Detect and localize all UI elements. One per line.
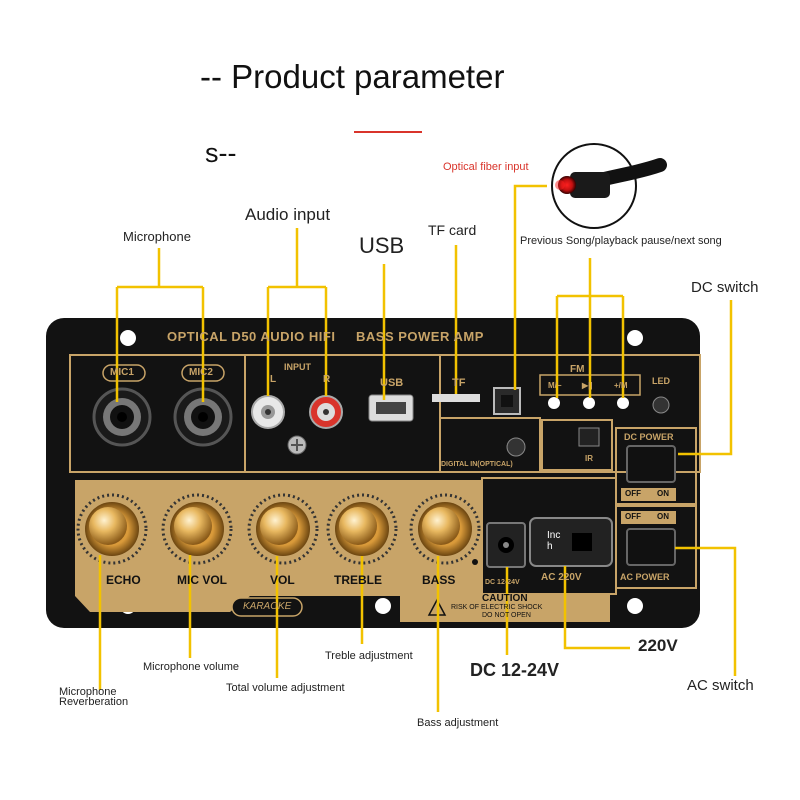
mount-hole <box>120 330 136 346</box>
dc-power-box <box>615 427 697 505</box>
callout-mic-reverb-2: Reverberation <box>59 696 129 708</box>
digital-in-box <box>439 417 541 473</box>
ir-label: IR <box>585 454 593 463</box>
mic1-label: MIC1 <box>110 367 134 378</box>
tf-slot <box>432 394 480 402</box>
digital-in-label: DIGITAL IN(OPTICAL) <box>441 461 513 468</box>
caution-line2: RISK OF ELECTRIC SHOCK <box>451 604 543 611</box>
dc-on-label: ON <box>657 489 669 498</box>
caution-label: CAUTION <box>482 593 528 604</box>
knob-treble <box>326 493 398 565</box>
optical-port-lower <box>506 437 526 457</box>
mount-hole <box>627 598 643 614</box>
dc-off-on-tag <box>621 488 676 501</box>
title-accent-line <box>354 131 422 133</box>
dc-jack-label: DC 12-24V <box>485 579 520 586</box>
mic1-label-box <box>102 364 146 382</box>
ac-socket-inch: Inc h <box>547 530 561 552</box>
callout-usb: USB <box>359 233 405 258</box>
karaoke-label: KARAOKE <box>243 601 292 612</box>
tf-label: TF <box>452 377 466 389</box>
mount-hole <box>375 598 391 614</box>
callout-bass: Bass adjustment <box>417 717 499 729</box>
knob-label-bass: BASS <box>422 573 456 587</box>
next-button <box>617 397 629 409</box>
dc-power-label: DC POWER <box>624 432 674 442</box>
callout-optical-input: Optical fiber input <box>443 161 529 173</box>
knob-label-echo: ECHO <box>106 573 141 587</box>
ac-power-switch <box>626 528 676 566</box>
ac-on-label: ON <box>657 512 669 521</box>
led-indicator <box>652 396 670 414</box>
ac-power-label: AC POWER <box>620 572 670 582</box>
knob-label-treble: TREBLE <box>334 573 382 587</box>
callout-dc-switch: DC switch <box>691 279 759 296</box>
knob-label-vol: VOL <box>270 573 295 587</box>
callout-mic-volume: Microphone volume <box>143 661 239 673</box>
caution-line3: DO NOT OPEN <box>482 612 531 619</box>
fm-label: FM <box>570 364 585 375</box>
usb-label: USB <box>380 377 404 389</box>
knob-bass <box>409 493 481 565</box>
top-gold-panel <box>69 354 701 473</box>
callout-lines <box>98 184 737 712</box>
knob-label-mic-vol: MIC VOL <box>177 573 227 587</box>
caution-strip <box>400 594 610 622</box>
screw <box>287 435 307 455</box>
karaoke-tag <box>231 597 303 617</box>
mount-hole <box>627 330 643 346</box>
mic2-jack <box>173 387 233 447</box>
callout-microphone: Microphone <box>123 229 191 244</box>
ac-socket-label: AC 220V <box>541 572 582 583</box>
knob-mic-vol <box>161 493 233 565</box>
knob-echo <box>76 493 148 565</box>
led-label: LED <box>652 376 670 386</box>
callout-audio-input: Audio input <box>245 205 331 224</box>
callout-ac-switch: AC switch <box>687 677 754 694</box>
ir-box <box>541 419 613 471</box>
optical-port <box>493 387 521 415</box>
prev-button <box>548 397 560 409</box>
dc-power-switch <box>626 445 676 483</box>
callout-mic-reverb-1: Microphone <box>59 686 117 698</box>
l-label: L <box>270 374 277 385</box>
knob-vol <box>247 493 319 565</box>
callout-ac-voltage: 220V <box>638 636 678 655</box>
dc-off-label: OFF <box>625 489 641 498</box>
r-label: R <box>323 374 331 385</box>
next-label: +/M <box>614 381 628 390</box>
ac-off-on-tag <box>621 511 676 524</box>
mic1-jack <box>92 387 152 447</box>
play-label: ▶|| <box>582 381 593 390</box>
rca-left-jack <box>251 395 285 429</box>
callout-prev-play-next: Previous Song/playback pause/next song <box>520 235 722 247</box>
callout-total-volume: Total volume adjustment <box>226 682 345 694</box>
callout-treble: Treble adjustment <box>325 650 413 662</box>
play-pause-button <box>583 397 595 409</box>
ac-off-label: OFF <box>625 512 641 521</box>
ir-receiver <box>578 427 600 447</box>
panel-header: OPTICAL D50 AUDIO HIFI BASS POWER AMP <box>167 329 484 344</box>
callout-tf-card: TF card <box>428 222 477 238</box>
mic2-label: MIC2 <box>189 367 213 378</box>
rca-right-jack <box>309 395 343 429</box>
prev-label: M/− <box>548 381 562 390</box>
page-subtitle: s-- <box>205 138 237 168</box>
callout-dc-voltage: DC 12-24V <box>470 660 560 680</box>
microphone-icon <box>195 602 226 612</box>
input-label: INPUT <box>284 362 311 372</box>
page-title: -- Product parameter <box>200 58 505 95</box>
header-strip <box>150 327 590 349</box>
optical-cable-inset <box>551 143 667 229</box>
ac-socket <box>529 517 613 567</box>
